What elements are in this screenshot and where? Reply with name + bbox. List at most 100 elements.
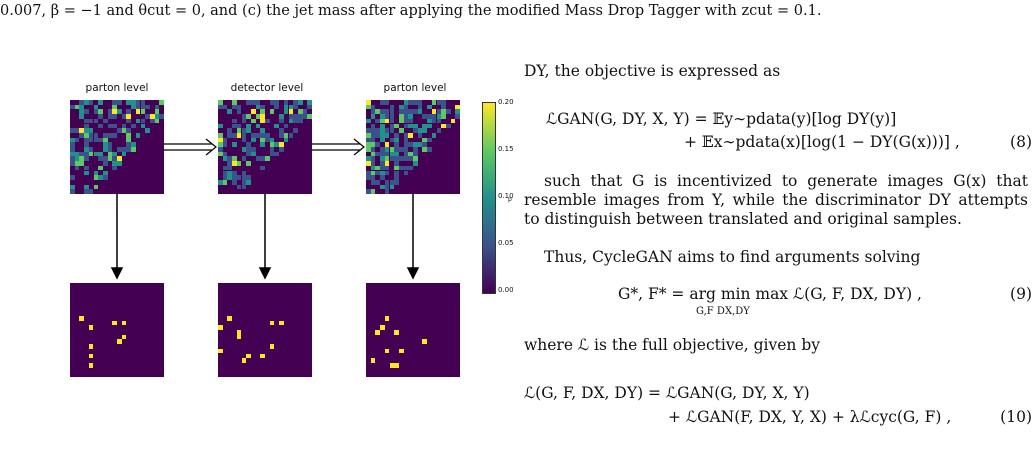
heatmap-cell xyxy=(398,109,404,115)
heatmap-cell xyxy=(227,156,233,162)
heatmap-cell xyxy=(370,109,376,115)
heatmap-cell xyxy=(88,132,94,138)
heatmap-cell xyxy=(370,147,376,152)
heatmap-cell xyxy=(140,118,146,124)
heatmap-cell xyxy=(140,100,146,105)
heatmap-cell xyxy=(218,151,223,157)
heatmap-cell xyxy=(236,161,242,166)
heatmap-cell xyxy=(218,137,223,143)
heatmap-cell xyxy=(236,128,242,133)
heatmap-cell xyxy=(384,184,390,190)
heatmap-cell xyxy=(302,114,308,119)
heatmap-cell xyxy=(384,348,390,354)
heatmap-cell xyxy=(154,104,160,110)
heatmap-cell xyxy=(79,151,85,157)
heatmap-cell xyxy=(140,123,146,129)
heatmap-cell xyxy=(126,128,132,133)
heatmap-cell xyxy=(431,100,437,105)
heatmap-cell xyxy=(236,184,242,190)
heatmap-cell xyxy=(413,142,418,147)
heatmap-cell xyxy=(218,100,223,105)
eq10-line2: + ℒGAN(F, DX, Y, X) + λℒcyc(G, F) , xyxy=(668,408,952,426)
heatmap-cell xyxy=(131,104,136,110)
colorbar-tick: 0.10 xyxy=(498,192,514,200)
heatmap-cell xyxy=(288,109,294,115)
heatmap-cell xyxy=(149,118,155,124)
heatmap-cell xyxy=(380,118,385,124)
heatmap-cell xyxy=(88,189,94,194)
heatmap-cell xyxy=(84,128,89,133)
eq9-number: (9) xyxy=(1010,285,1032,303)
heatmap-cell xyxy=(227,175,233,180)
heatmap-cell xyxy=(380,132,385,138)
heatmap-cell xyxy=(413,147,418,152)
heatmap-cell xyxy=(260,165,265,171)
heatmap-cell xyxy=(131,147,136,152)
heatmap-cell xyxy=(403,165,409,171)
heatmap-cell xyxy=(384,147,390,152)
heatmap-cell xyxy=(394,175,399,180)
heatmap-cell xyxy=(70,142,75,147)
heatmap-cell xyxy=(398,118,404,124)
heatmap-cell xyxy=(422,114,428,119)
paragraph-1: such that G is incentivized to generate … xyxy=(524,172,1028,228)
heatmap-cell xyxy=(394,161,399,166)
heatmap-cell xyxy=(145,114,150,119)
heatmap-cell xyxy=(384,100,390,105)
heatmap-cell xyxy=(246,175,251,180)
heatmap-cell xyxy=(384,315,390,321)
heatmap-detector-top xyxy=(218,100,312,194)
heatmap-cell xyxy=(441,100,446,105)
heatmap-cell xyxy=(250,100,256,105)
heatmap-cell xyxy=(260,142,265,147)
heatmap-cell xyxy=(241,128,247,133)
heatmap-cell xyxy=(241,118,247,124)
eq9: G*, F* = arg min max ℒ(G, F, DX, DY) , xyxy=(618,285,922,303)
heatmap-cell xyxy=(370,179,376,185)
heatmap-cell xyxy=(274,123,280,129)
heatmap-cell xyxy=(260,104,265,110)
heatmap-cell xyxy=(246,128,251,133)
heatmap-cell xyxy=(84,165,89,171)
heatmap-cell xyxy=(246,114,251,119)
heatmap-cell xyxy=(293,114,298,119)
heatmap-cell xyxy=(79,161,85,166)
heatmap-cell xyxy=(121,334,127,340)
heatmap-cell xyxy=(441,104,446,110)
colorbar-tick: 0.20 xyxy=(498,98,514,106)
heatmap-cell xyxy=(380,165,385,171)
heatmap-cell xyxy=(380,137,385,143)
heatmap-cell xyxy=(117,161,122,166)
heatmap-cell xyxy=(222,142,228,147)
heatmap-cell xyxy=(149,114,155,119)
heatmap-cell xyxy=(394,147,399,152)
heatmap-cell xyxy=(403,104,409,110)
heatmap-cell xyxy=(107,156,113,162)
heatmap-cell xyxy=(102,137,108,143)
heatmap-cell xyxy=(417,100,423,105)
heatmap-cell xyxy=(408,118,413,124)
heatmap-cell xyxy=(366,132,371,138)
down-arrow-icon xyxy=(110,194,420,280)
heatmap-cell xyxy=(403,137,409,143)
heatmap-cell xyxy=(370,114,376,119)
heatmap-cell xyxy=(389,123,395,129)
heatmap-cell xyxy=(297,114,303,119)
heatmap-cell xyxy=(380,151,385,157)
heatmap-cell xyxy=(93,151,99,157)
heatmap-cell xyxy=(302,109,308,115)
heatmap-cell xyxy=(260,109,265,115)
heatmap-cell xyxy=(389,179,395,185)
heatmap-cell xyxy=(102,170,108,176)
heatmap-cell xyxy=(84,123,89,129)
colorbar-unit: p xyxy=(508,196,512,203)
heatmap-cell xyxy=(159,100,164,105)
heatmap-cell xyxy=(417,128,423,133)
heatmap-cell xyxy=(274,100,280,105)
eq8-line2: + 𝔼x∼pdata(x)[log(1 − DY(G(x)))] , xyxy=(684,133,960,151)
heatmap-cell xyxy=(74,137,80,143)
heatmap-cell xyxy=(370,104,376,110)
heatmap-cell xyxy=(241,170,247,176)
heatmap-cell xyxy=(232,104,237,110)
heatmap-cell xyxy=(93,184,99,190)
